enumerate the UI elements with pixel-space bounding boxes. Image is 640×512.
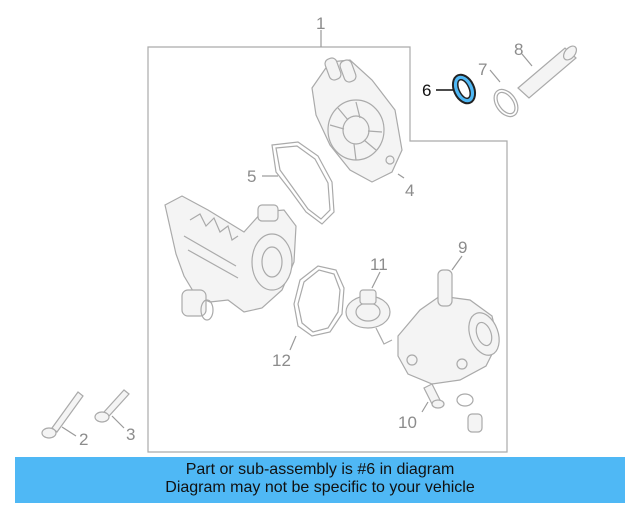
leader-3	[111, 415, 125, 429]
part-3-bolt[interactable]	[94, 389, 130, 423]
leader-2	[61, 426, 77, 437]
callout-6: 6	[422, 81, 431, 100]
leader-7	[489, 69, 501, 83]
part-8-pipe[interactable]	[517, 44, 579, 99]
part-4-pump-housing[interactable]	[311, 57, 403, 183]
callout-4: 4	[405, 181, 414, 200]
part-11-thermostat[interactable]	[345, 289, 393, 345]
callout-1: 1	[316, 14, 325, 33]
part-9-thermostat-cover[interactable]	[397, 269, 505, 385]
leader-8	[521, 53, 533, 67]
part-7-o-ring[interactable]	[489, 85, 523, 121]
leader-11	[371, 271, 381, 289]
part-5-pump-gasket[interactable]	[271, 141, 335, 225]
callout-11: 11	[370, 255, 388, 274]
callout-9: 9	[458, 238, 467, 257]
part-10-bolt[interactable]	[423, 383, 483, 433]
banner-line-disclaimer: Diagram may not be specific to your vehi…	[165, 479, 475, 496]
leader-12	[289, 335, 297, 351]
callout-8: 8	[514, 40, 523, 59]
leader-10	[421, 401, 429, 413]
callout-7: 7	[478, 60, 487, 79]
callout-5: 5	[247, 167, 256, 186]
callout-3: 3	[126, 425, 135, 444]
banner-line-part: Part or sub-assembly is #6 in diagram	[185, 461, 455, 478]
leader-4	[397, 173, 405, 179]
callout-10: 10	[398, 413, 417, 432]
part-2-bolt[interactable]	[41, 391, 84, 439]
part-6-seal-ring[interactable]	[449, 71, 480, 107]
info-banner: Part or sub-assembly is #6 in diagram Di…	[15, 457, 625, 503]
leader-9	[451, 255, 463, 271]
assembly-outline	[147, 46, 508, 453]
callout-12: 12	[272, 351, 291, 370]
callout-2: 2	[79, 430, 88, 449]
main-housing	[164, 195, 297, 321]
part-12-gasket[interactable]	[293, 265, 345, 337]
